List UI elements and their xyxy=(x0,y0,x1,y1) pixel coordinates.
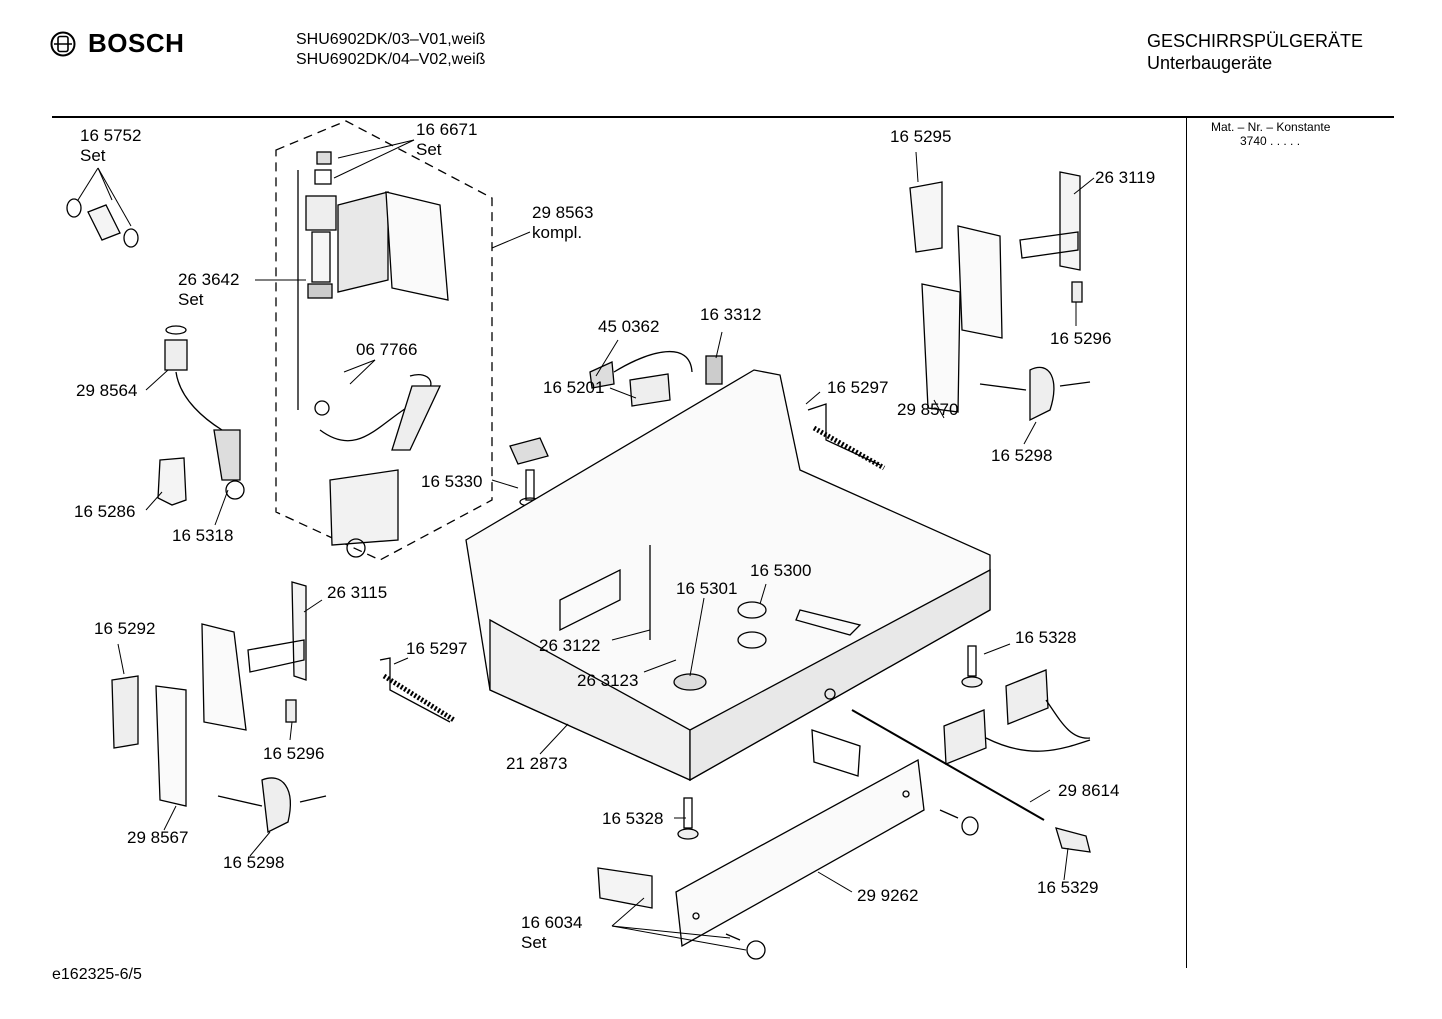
category-subtitle: Unterbaugeräte xyxy=(1147,53,1273,73)
material-constant-value: 3740 . . . . . xyxy=(1240,134,1301,148)
part-label-067766: 06 7766 xyxy=(356,340,418,359)
drawing-id: e162325-6/5 xyxy=(52,966,142,983)
part-label-263122: 26 3122 xyxy=(539,636,601,655)
material-constant-panel: Mat. – Nr. – Konstante 3740 . . . . . xyxy=(1211,120,1330,148)
drain-hose-part xyxy=(164,325,245,500)
part-label-163312: 16 3312 xyxy=(700,305,762,324)
header-divider xyxy=(52,116,1394,118)
assembly-outline-298563 xyxy=(275,120,493,561)
model-line-2: SHU6902DK/04–V02,weiß xyxy=(296,51,486,68)
part-label-212873: 21 2873 xyxy=(506,754,568,773)
bracket-right-set xyxy=(909,171,1091,422)
part-label-165330: 16 5330 xyxy=(421,472,483,491)
side-panel-divider xyxy=(1186,118,1187,968)
material-constant-heading: Mat. – Nr. – Konstante xyxy=(1211,120,1331,134)
part-label-450362: 45 0362 xyxy=(598,317,660,336)
part-label-263119: 26 3119 xyxy=(1095,168,1156,187)
part-label-165292: 16 5292 xyxy=(94,619,156,638)
part-label-263115: 26 3115 xyxy=(327,583,388,602)
category-block: GESCHIRRSPÜLGERÄTE Unterbaugeräte xyxy=(1147,30,1363,74)
part-label-165295: 16 5295 xyxy=(890,127,952,146)
plinth-panel-part xyxy=(675,729,925,948)
part-label-165329: 16 5329 xyxy=(1037,878,1099,897)
foot-screw-right xyxy=(961,645,983,688)
brand-name: BOSCH xyxy=(88,28,185,58)
clip-strip-part xyxy=(597,867,766,960)
part-label-165301: 16 5301 xyxy=(676,579,738,598)
part-label-165298-right: 16 5298 xyxy=(991,446,1053,465)
foot-screw-left xyxy=(677,797,699,840)
cable-harness-top xyxy=(589,350,723,407)
part-label-298564: 29 8564 xyxy=(76,381,138,400)
pressure-hose-part xyxy=(314,374,442,558)
part-label-165297-right: 16 5297 xyxy=(827,378,889,397)
part-label-298570: 29 8570 xyxy=(897,400,959,419)
base-tub-part xyxy=(465,369,991,782)
rod-part xyxy=(851,709,1045,821)
part-label-165300: 16 5300 xyxy=(750,561,812,580)
part-label-165297-left: 16 5297 xyxy=(406,639,468,658)
part-label-298614: 29 8614 xyxy=(1058,781,1120,800)
part-label-165298-left: 16 5298 xyxy=(223,853,285,872)
leader-lines xyxy=(77,139,1095,951)
part-label-263123: 26 3123 xyxy=(577,671,639,690)
part-label-165318: 16 5318 xyxy=(172,526,234,545)
inlet-valve-part xyxy=(297,151,449,410)
spring-right xyxy=(807,403,886,471)
part-label-165296-right: 16 5296 xyxy=(1050,329,1112,348)
clip-part xyxy=(157,457,187,506)
part-label-299262: 29 9262 xyxy=(857,886,919,905)
model-list: SHU6902DK/03–V01,weiß SHU6902DK/04–V02,w… xyxy=(296,30,485,70)
model-line-1: SHU6902DK/03–V01,weiß xyxy=(296,31,486,48)
hose-set-part xyxy=(66,198,139,248)
part-label-165286: 16 5286 xyxy=(74,502,136,521)
part-label-165201: 16 5201 xyxy=(543,378,605,397)
bosch-armature-icon xyxy=(50,31,76,56)
category-title: GESCHIRRSPÜLGERÄTE xyxy=(1147,31,1364,51)
bracket-left-set xyxy=(111,581,327,833)
brand-header: BOSCH xyxy=(50,28,184,59)
part-label-298567: 29 8567 xyxy=(127,828,189,847)
knob-part xyxy=(939,809,1091,853)
spring-left xyxy=(379,657,456,723)
part-label-165296-left: 16 5296 xyxy=(263,744,325,763)
part-label-165328-left: 16 5328 xyxy=(602,809,664,828)
connector-part xyxy=(509,437,549,507)
part-label-165328-right: 16 5328 xyxy=(1015,628,1077,647)
cable-harness-bottom xyxy=(943,669,1091,765)
